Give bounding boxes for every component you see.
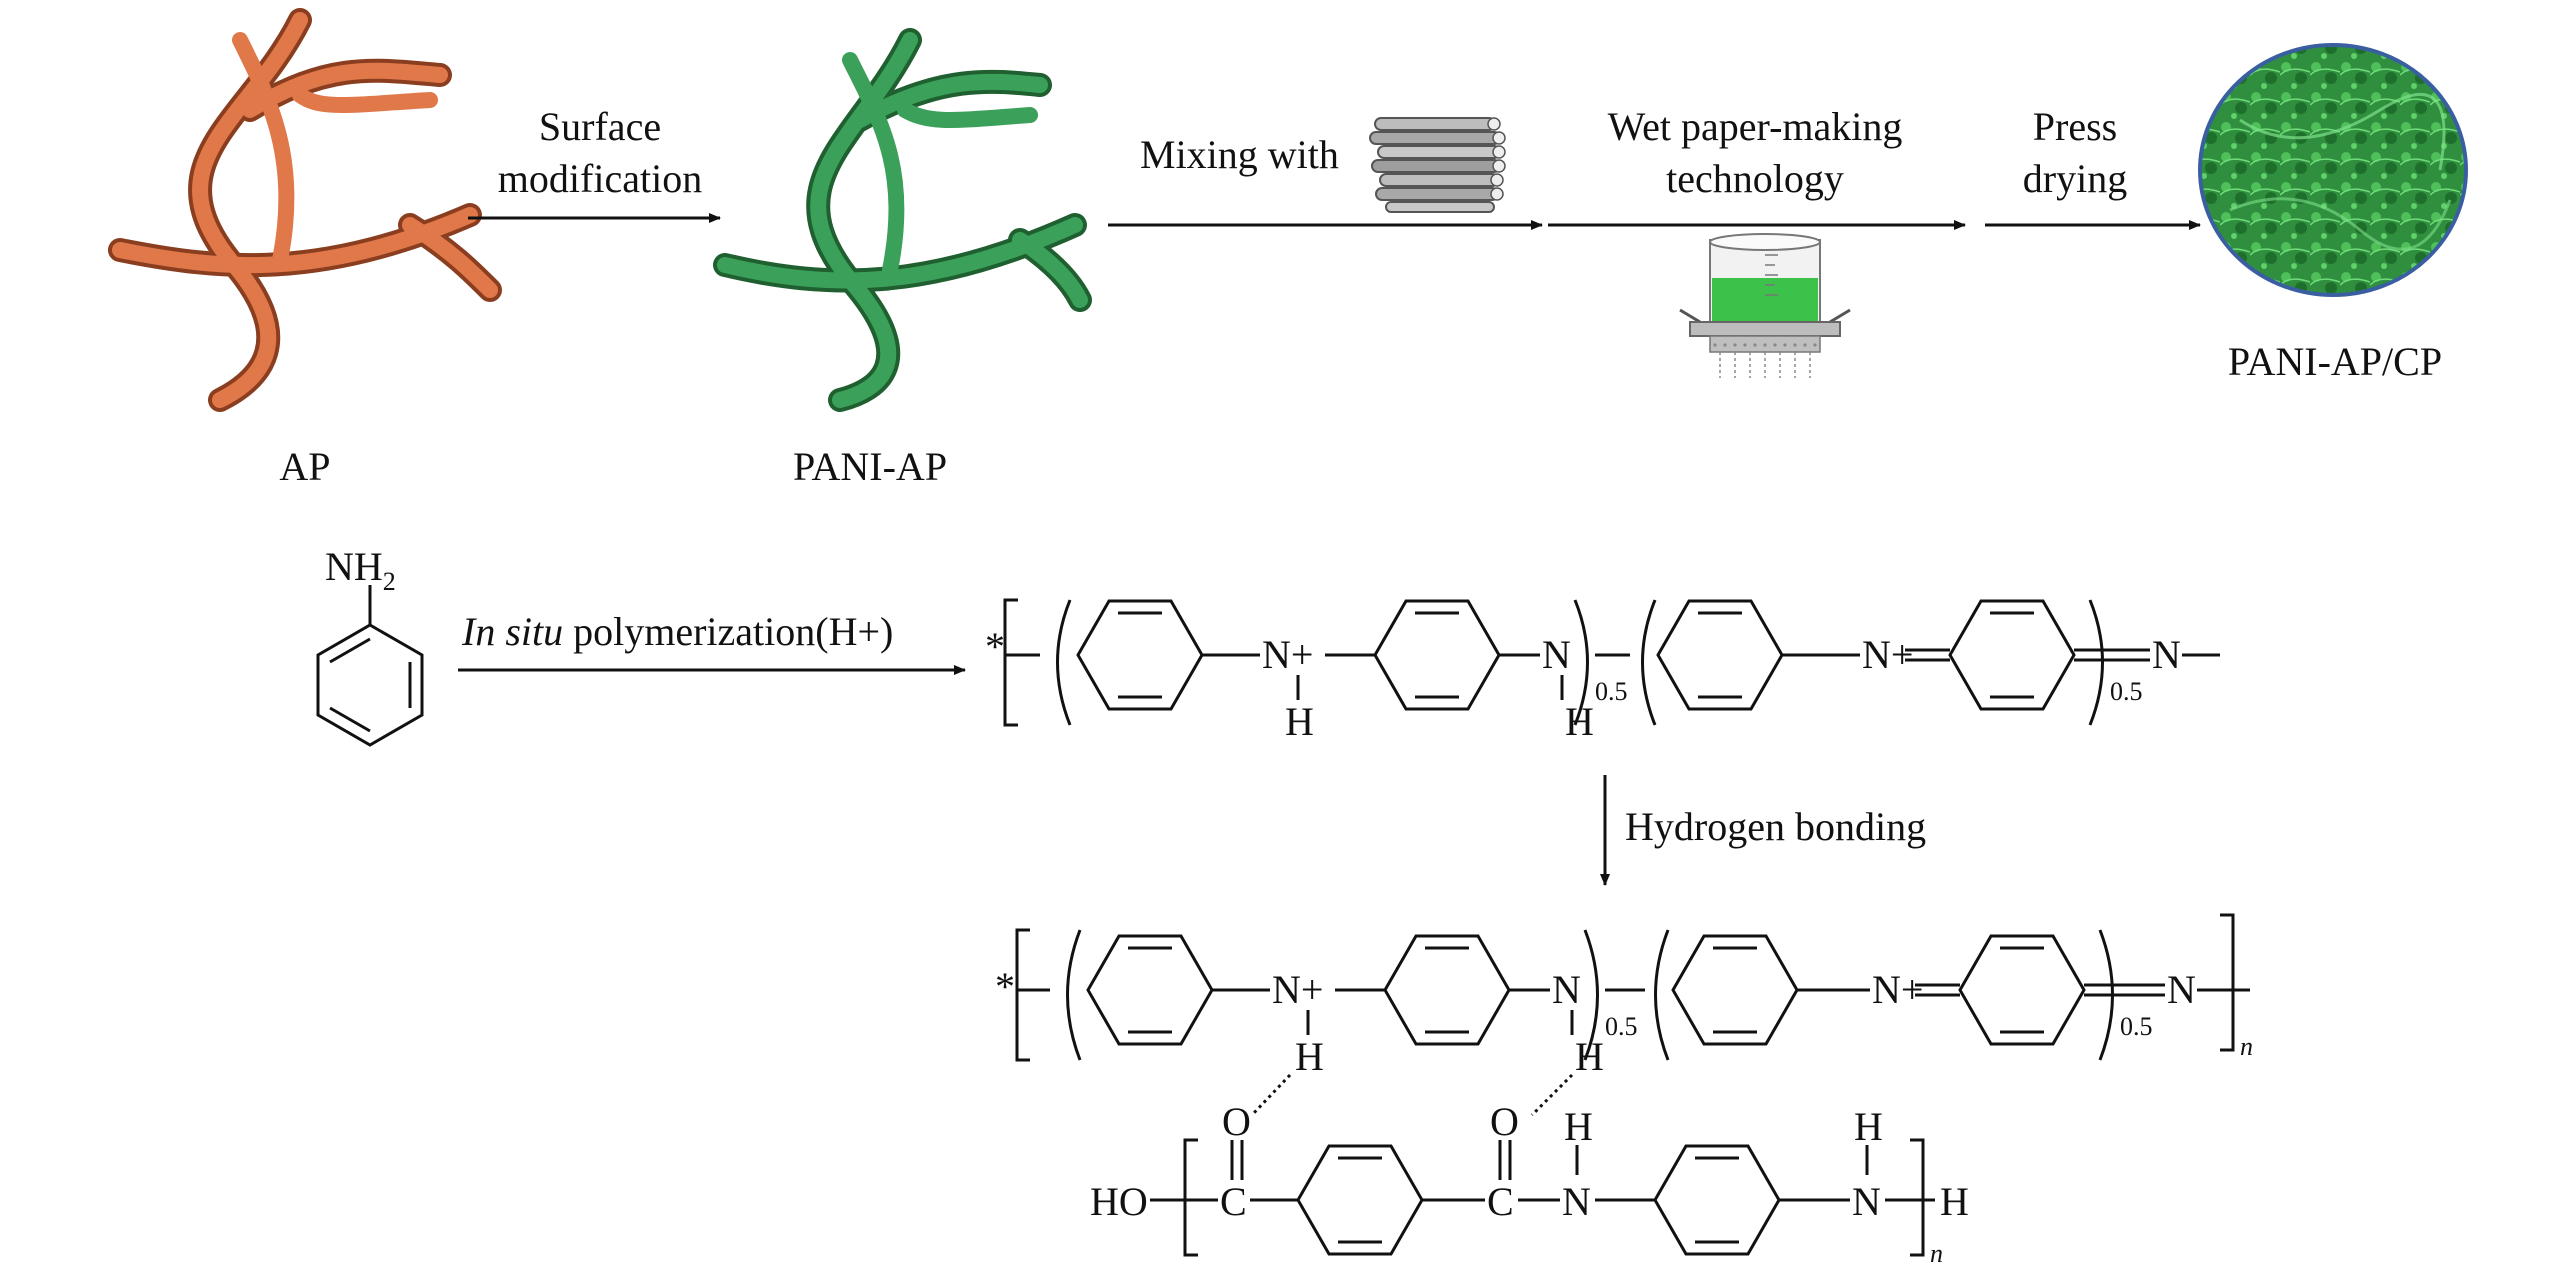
aramid-h-1: H (1564, 1104, 1593, 1149)
step3-label-line1: Wet paper-making (1608, 104, 1903, 149)
step4-label-line2: drying (2023, 156, 2127, 201)
polymerization-label: In situ polymerization(H+) (461, 609, 893, 654)
aramid-structure: HO C O C O N H N H n H (1090, 1099, 1969, 1268)
pani-sub-05-2: 0.5 (2110, 677, 2143, 706)
aramid-sub-n: n (1930, 1239, 1943, 1268)
step1-label-line1: Surface (539, 104, 661, 149)
pani-ap-fiber-icon (713, 28, 1092, 412)
aramid-h-2: H (1854, 1104, 1883, 1149)
aramid-o-2: O (1490, 1099, 1519, 1144)
pani-n-plus-1: N+ (1262, 632, 1313, 677)
product-label: PANI-AP/CP (2228, 339, 2442, 384)
pani-n-plus-2: N+ (1862, 632, 1913, 677)
step4-label-line1: Press (2033, 104, 2117, 149)
pani-ap-label: PANI-AP (793, 444, 947, 489)
composite-paper-disk-icon (2198, 43, 2468, 297)
step2-label: Mixing with (1140, 132, 1339, 177)
beaker-filter-icon (1679, 233, 1851, 378)
pani2-n-1: N (1552, 967, 1581, 1012)
pani-bonded-structure: * N+ H N H 0.5 N+ 0.5 N n (995, 913, 2253, 1079)
aramid-h-end: H (1940, 1179, 1969, 1224)
pani2-h-2: H (1575, 1034, 1604, 1079)
pani2-n-plus-2: N+ (1872, 967, 1923, 1012)
pani-h-1: H (1285, 699, 1314, 744)
pani2-n-2: N (2167, 967, 2196, 1012)
nh2-label: NH2 (325, 544, 396, 596)
aramid-c-1: C (1220, 1179, 1247, 1224)
pani-h-2: H (1565, 699, 1594, 744)
polymerization-rest: polymerization(H+) (563, 609, 893, 654)
pani2-sub-05-2: 0.5 (2120, 1012, 2153, 1041)
hydrogen-bonding-label: Hydrogen bonding (1625, 804, 1926, 849)
pani-structure: * N+ H N H 0.5 N+ 0.5 N (985, 598, 2220, 744)
pani2-n-plus-1: N+ (1272, 967, 1323, 1012)
polymerization-italic: In situ (461, 609, 563, 654)
aramid-n-1: N (1562, 1179, 1591, 1224)
pani2-sub-n: n (2240, 1032, 2253, 1061)
nh2-subscript: 2 (383, 567, 396, 596)
aramid-ho: HO (1090, 1179, 1148, 1224)
hydrogen-bond-dashes (1250, 1073, 1574, 1117)
fiber-bundle-icon (1369, 117, 1506, 213)
pani-star: * (985, 624, 1005, 669)
pani-sub-05-1: 0.5 (1595, 677, 1628, 706)
aramid-c-2: C (1487, 1179, 1514, 1224)
ap-fiber-icon (108, 8, 502, 412)
ap-label: AP (279, 444, 330, 489)
pani-n-2: N (2152, 632, 2181, 677)
pani2-h-1: H (1295, 1034, 1324, 1079)
pani-n-1: N (1542, 632, 1571, 677)
aramid-o-1: O (1222, 1099, 1251, 1144)
pani2-star: * (995, 964, 1015, 1009)
aniline-structure: NH2 (316, 544, 424, 747)
aramid-n-2: N (1852, 1179, 1881, 1224)
step3-label-line2: technology (1666, 156, 1844, 201)
pani2-sub-05-1: 0.5 (1605, 1012, 1638, 1041)
step1-label-line2: modification (498, 156, 702, 201)
